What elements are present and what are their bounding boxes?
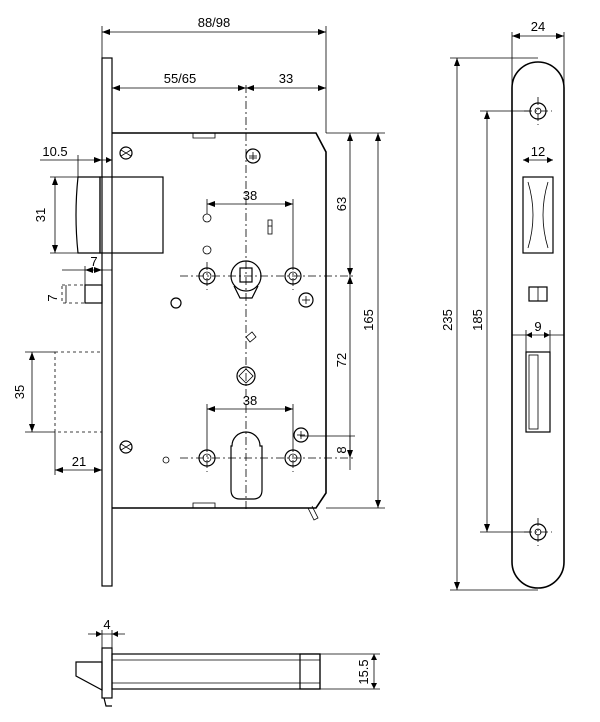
dim-latch-projection: 10.5 [42, 144, 67, 159]
dim-case-thickness: 15.5 [356, 659, 371, 684]
dim-front-offset: 33 [279, 71, 293, 86]
dim-cylinder-spacing: 38 [243, 393, 257, 408]
dim-deadbolt-offset: 7 [45, 294, 60, 301]
dim-backset: 55/65 [164, 71, 197, 86]
lock-side-view: 4 15.5 [75, 617, 380, 707]
dim-screw-spacing: 185 [470, 309, 485, 331]
lock-case-body [112, 132, 327, 509]
dim-latch-height: 31 [33, 208, 48, 222]
dim-deadbolt-projection: 21 [72, 454, 86, 469]
case-dimensions: 88/98 55/65 33 10.5 31 7 7 35 [12, 15, 385, 509]
dim-case-height: 165 [361, 309, 376, 331]
faceplate-dimensions: 24 12 9 235 185 [440, 19, 565, 591]
dim-top-to-follower: 63 [334, 197, 349, 211]
case-screw-top-left [119, 146, 133, 160]
case-screw-right [298, 292, 314, 308]
case-screw-bottom-left [119, 440, 133, 454]
dim-total-depth: 88/98 [198, 15, 231, 30]
case-screw-cylinder-side [293, 427, 309, 443]
dim-cylinder-offset: 8 [334, 446, 349, 453]
dim-follower-spacing: 38 [243, 188, 257, 203]
dim-latch-slot-width: 12 [531, 144, 545, 159]
dim-faceplate-width: 24 [531, 19, 545, 34]
dim-deadbolt-gap: 7 [90, 254, 97, 269]
deadbolt [54, 351, 103, 433]
cylinder-profile [230, 431, 263, 500]
faceplate-latch-slot [522, 176, 554, 254]
faceplate-bolt-slot [525, 351, 551, 433]
faceplate-outline [511, 61, 565, 589]
case-screw-top-center [245, 148, 261, 164]
dim-faceplate-thickness: 4 [103, 617, 110, 632]
dim-follower-to-cylinder: 72 [334, 353, 349, 367]
lock-case-view [54, 57, 355, 587]
dim-faceplate-length: 235 [440, 309, 455, 331]
dim-bolt-slot-width: 9 [534, 319, 541, 334]
latch-bolt [75, 176, 164, 254]
faceplate-side [101, 57, 113, 587]
dim-deadbolt-height: 35 [12, 385, 27, 399]
